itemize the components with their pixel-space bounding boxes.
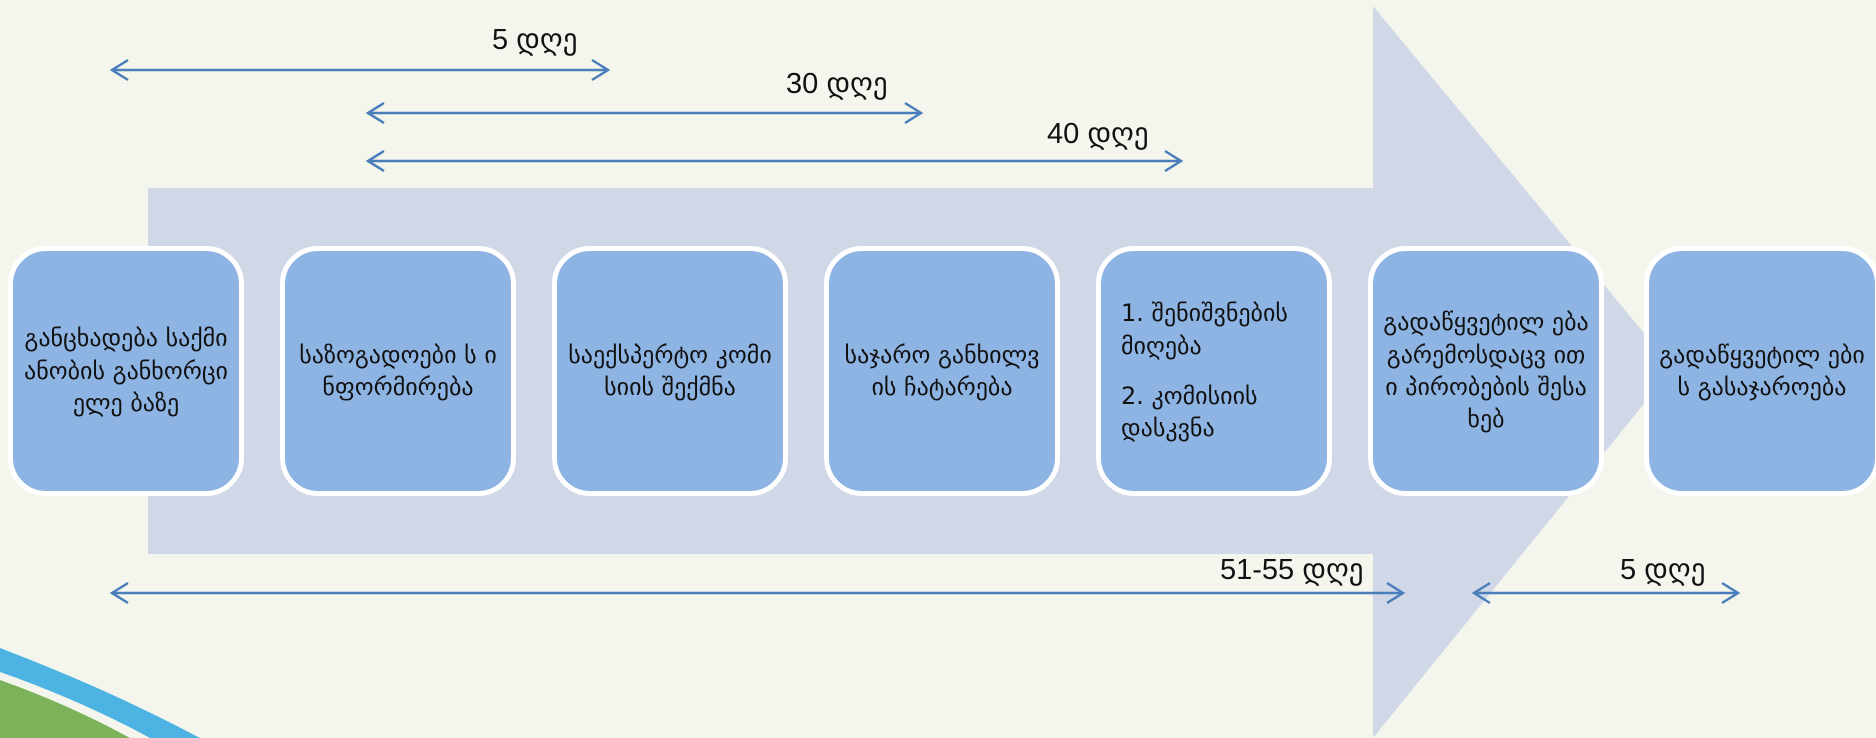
stage-expert-commission: საექსპერტო კომისიის შექმნა [552,246,788,496]
stage-comments-item: 1. შენიშვნების მიღება [1121,299,1288,360]
duration-arrow-5-days [109,58,611,82]
stage-decision-publication-text: გადაწყვეტილ ების გასაჯაროება [1659,340,1865,401]
stage-conclusion-item: 2. კომისიის დასკვნა [1121,382,1258,443]
stage-application: განცხადება საქმიანობის განხორციელე ბაზე [8,246,244,496]
stage-application-text: განცხადება საქმიანობის განხორციელე ბაზე [24,324,228,418]
stage-comments-conclusion: 1. შენიშვნების მიღება 2. კომისიის დასკვნ… [1096,246,1332,496]
duration-arrow-30-days [365,101,924,125]
decorative-swoosh-blue [0,648,200,738]
stage-environmental-decision-text: გადაწყვეტილ ება გარემოსდაცვ ითი პირობები… [1383,308,1589,434]
duration-label-30-days: 30 დღე [786,68,888,100]
stage-public-information: საზოგადოები ს ინფორმირება [280,246,516,496]
duration-label-51-55-days: 51-55 დღე [1220,554,1364,586]
stage-public-hearing: საჯარო განხილვის ჩატარება [824,246,1060,496]
duration-label-final-5-days: 5 დღე [1620,554,1706,586]
duration-arrow-40-days [365,149,1184,173]
duration-label-40-days: 40 დღე [1047,118,1149,150]
stage-public-hearing-text: საჯარო განხილვის ჩატარება [844,340,1040,401]
duration-arrow-51-55-days [109,581,1406,605]
decorative-swoosh-green [0,680,130,738]
duration-arrow-final-5-days [1471,581,1741,605]
stage-public-information-text: საზოგადოები ს ინფორმირება [299,340,497,401]
duration-label-5-days: 5 დღე [492,24,578,56]
stage-environmental-decision: გადაწყვეტილ ება გარემოსდაცვ ითი პირობები… [1368,246,1604,496]
stage-decision-publication: გადაწყვეტილ ების გასაჯაროება [1644,246,1876,496]
stage-expert-commission-text: საექსპერტო კომისიის შექმნა [568,340,772,401]
